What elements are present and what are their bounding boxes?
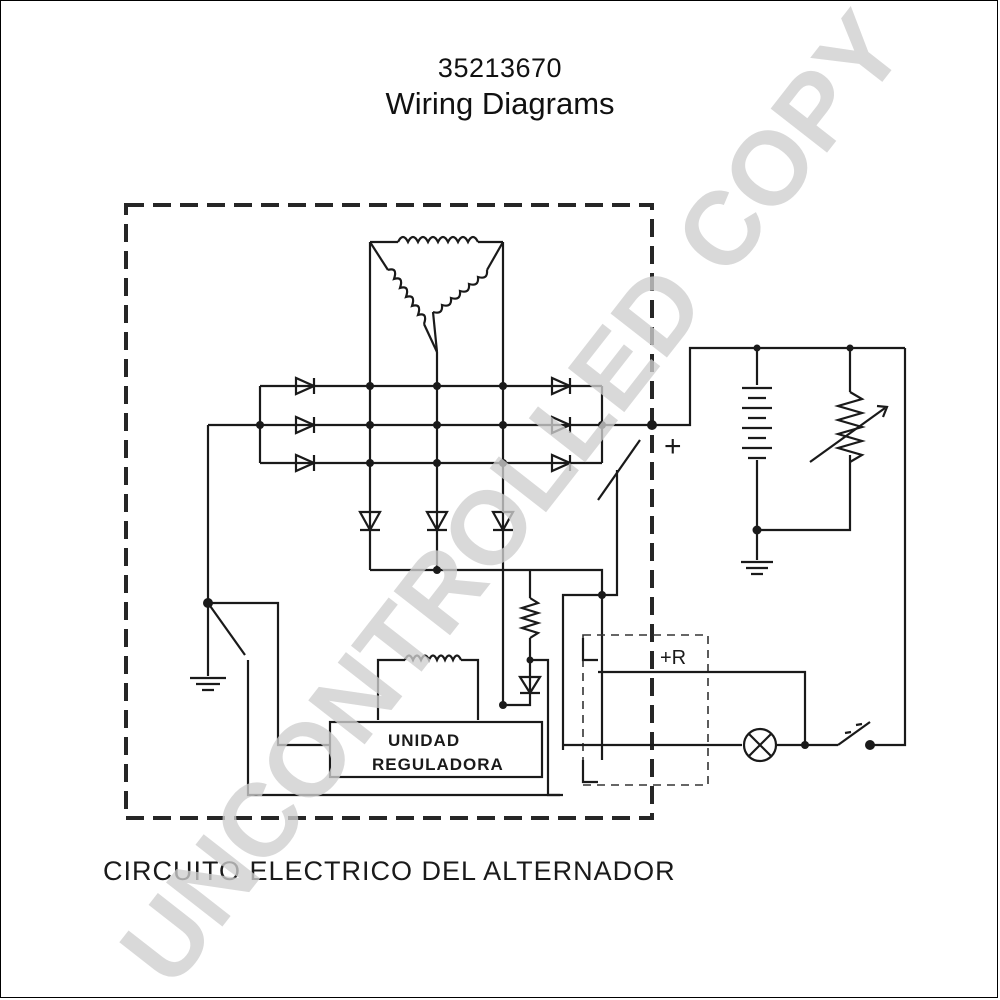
regulator-label-line2: REGULADORA [372, 755, 504, 774]
regulator-label-line1: UNIDAD [388, 731, 460, 750]
rectifier-bridge [208, 346, 905, 533]
ignition-switch-icon [837, 721, 871, 746]
page-title: Wiring Diagrams [385, 86, 615, 121]
output-switch-lever [597, 439, 641, 501]
uncontrolled-copy-watermark: UNCONTROLLED COPY [99, 0, 927, 1000]
variable-load-resistor [757, 344, 889, 532]
header: 35213670 Wiring Diagrams [0, 52, 1000, 124]
terminal-block: +R [581, 634, 807, 786]
diagram-caption: CIRCUITO ELECTRICO DEL ALTERNADOR [103, 856, 676, 886]
charge-lamp-circuit [563, 348, 907, 763]
terminal-plus-r-label: +R [660, 647, 686, 669]
regulator-unit-box [328, 720, 544, 779]
alternator-housing-outline [124, 203, 654, 820]
part-number: 35213670 [437, 53, 563, 83]
regulator-wiring [370, 470, 619, 797]
field-winding [376, 654, 480, 720]
ground-circuit [190, 425, 563, 797]
output-plus-label: + [664, 430, 682, 463]
battery [741, 344, 773, 576]
